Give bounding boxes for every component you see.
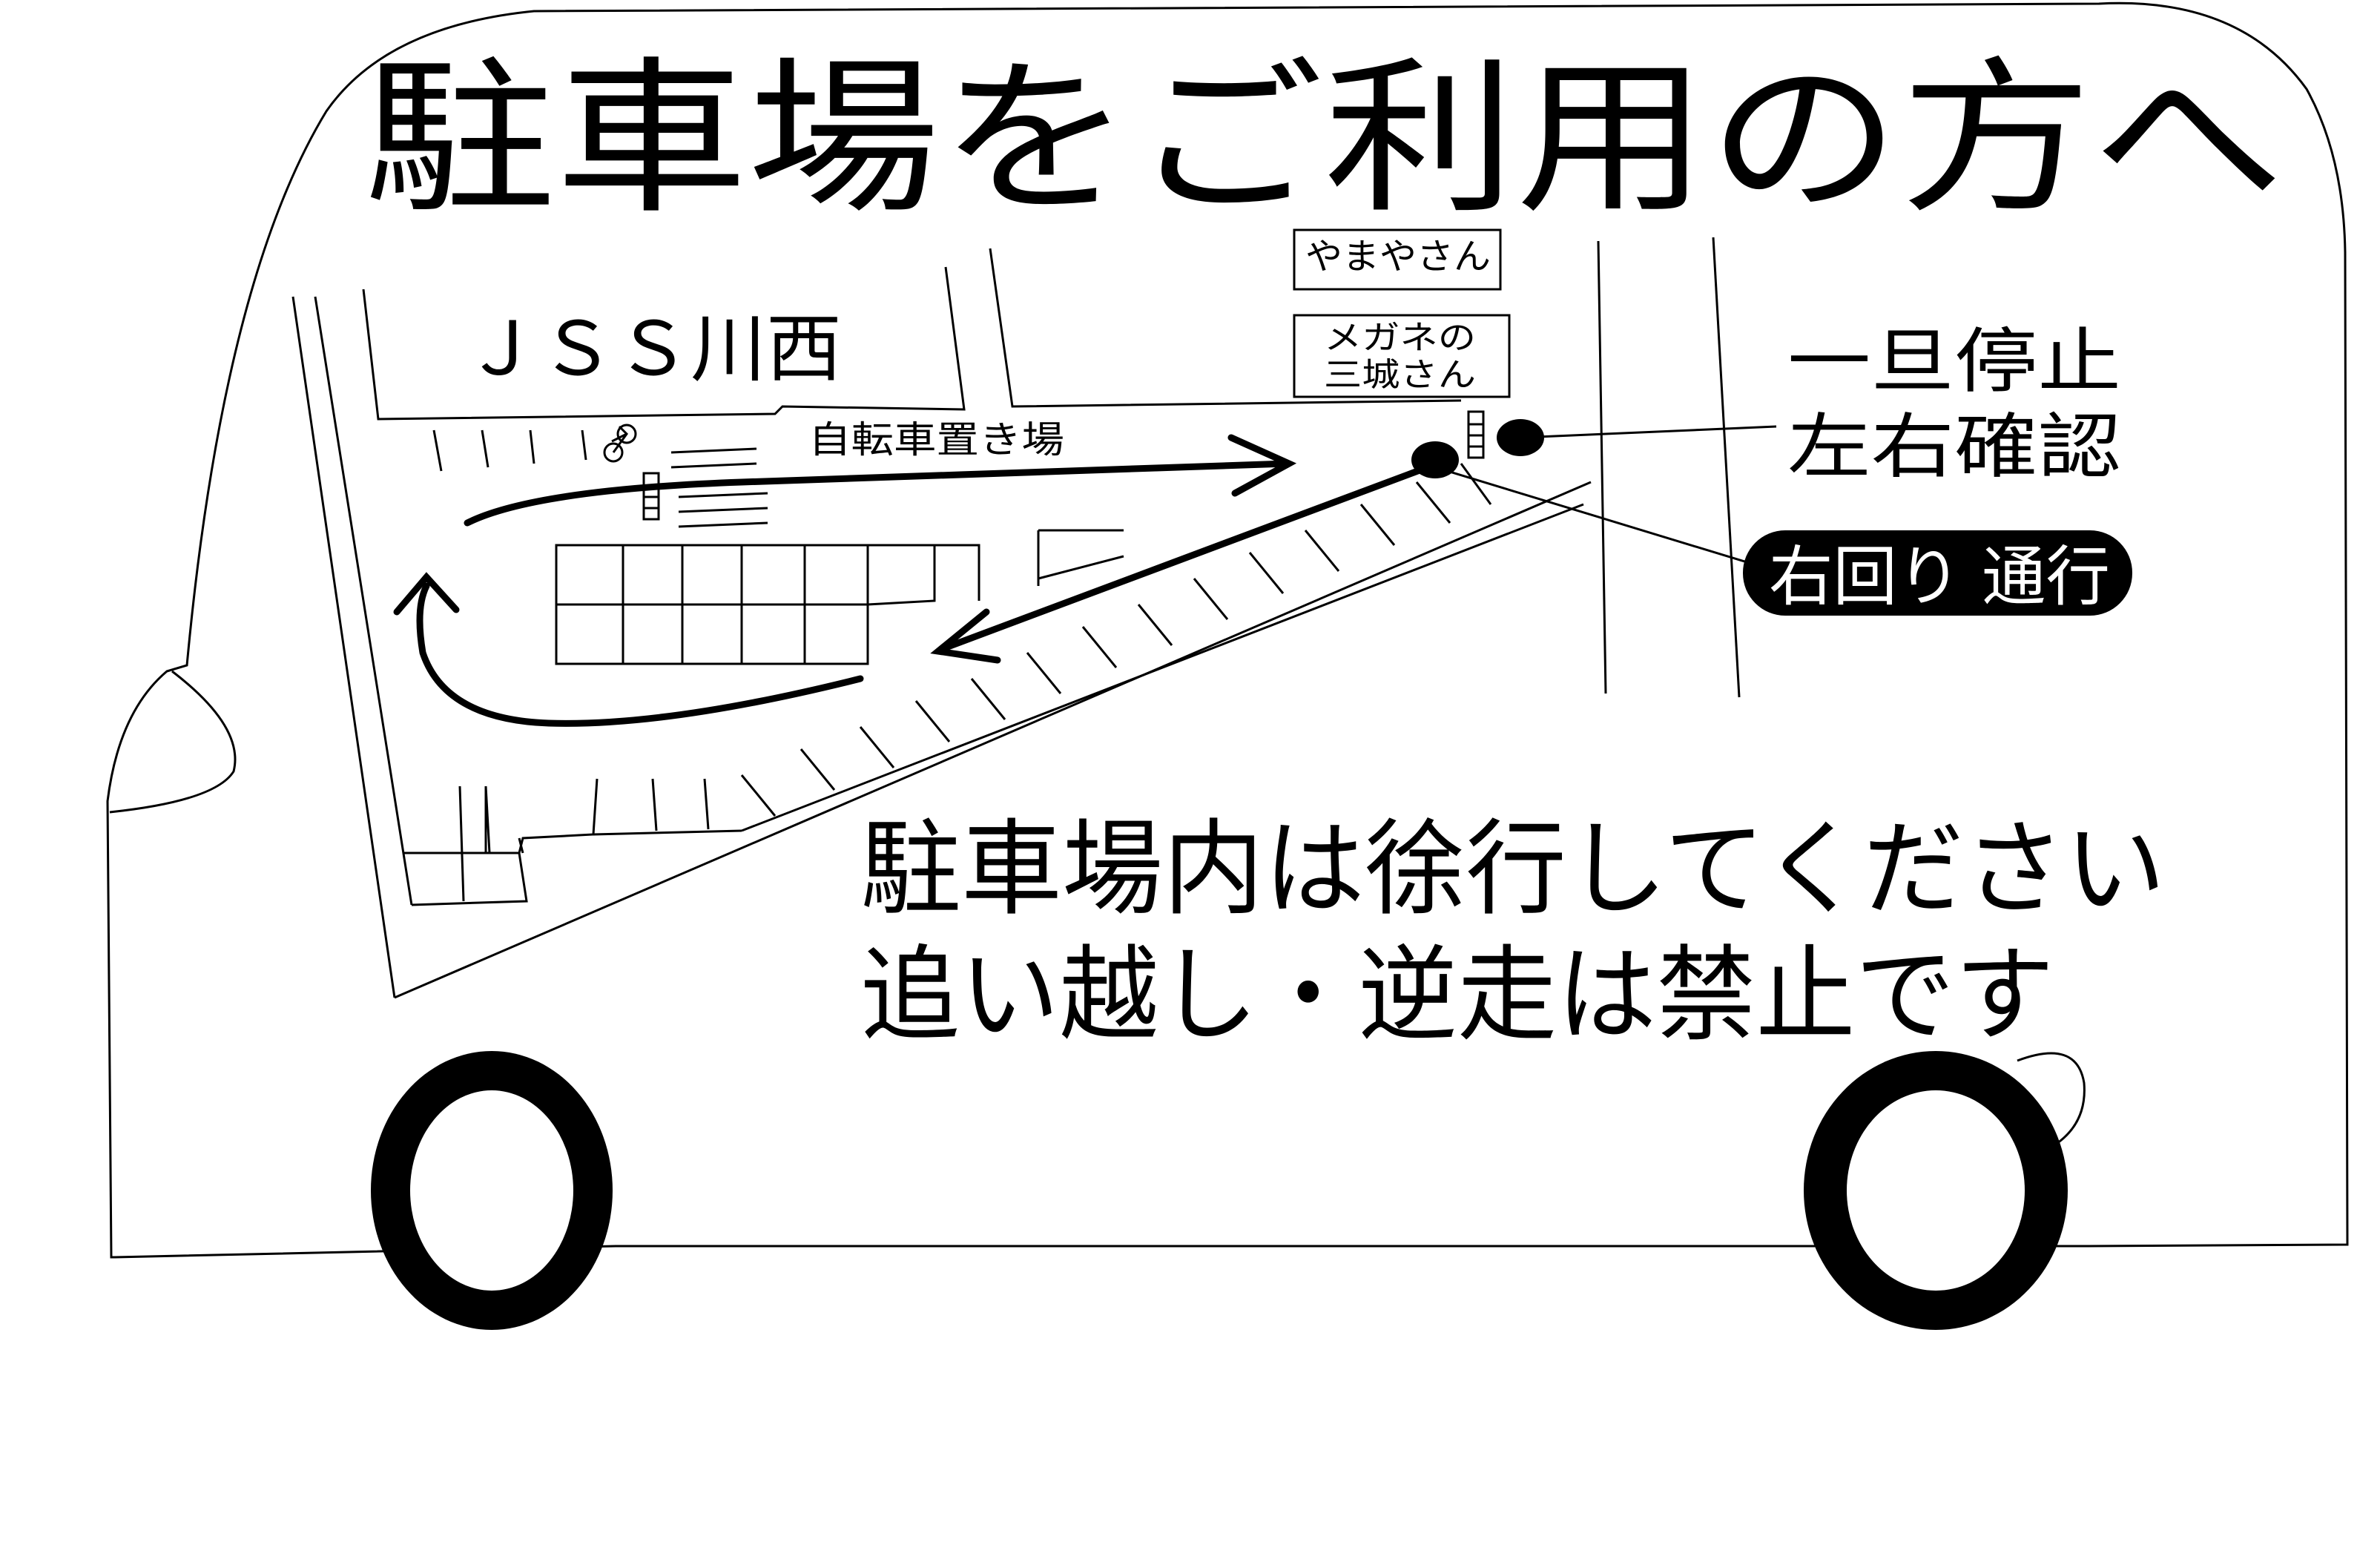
notice-line-1: 駐車場内は徐行してください (860, 809, 2166, 930)
crosswalk-stripes (670, 447, 768, 528)
stop-label-line1: 一旦停止 (1787, 321, 2121, 403)
stop-label-line2: 左右確認 (1787, 406, 2121, 488)
shop-yamaya-box (1293, 228, 1502, 291)
shop-yamaya-label: やまやさん (1305, 236, 1491, 277)
traffic-light-icon-right (1467, 410, 1485, 459)
flow-arrows (393, 434, 1431, 727)
front-wheel (371, 1051, 613, 1330)
shop-miki-line2: 三城さん (1324, 356, 1476, 394)
one-way-badge-label: 右回り 通行 (1769, 538, 2110, 615)
one-way-badge: 右回り 通行 (1743, 530, 2132, 616)
bicycle-parking-label: 自転車置き場 (808, 418, 1064, 461)
page-title: 駐車場をご利用の方へ (363, 42, 2284, 237)
bicycle-icon (603, 424, 637, 463)
traffic-light-icon (642, 472, 660, 521)
stop-point-marker (1411, 441, 1459, 478)
one-way-leader-line (1434, 466, 1777, 573)
stop-leader-line (1520, 425, 1777, 439)
shop-miki-line1: メガネの (1324, 319, 1476, 357)
bus-outline (106, 1, 2349, 1259)
building-jss-label: ＪＳＳ川西 (464, 306, 842, 392)
rear-wheel (1804, 1051, 2068, 1330)
notice-line-2: 追い越し・逆走は禁止です (860, 935, 2054, 1056)
shop-miki-box (1293, 314, 1511, 398)
parking-map (291, 228, 1741, 999)
